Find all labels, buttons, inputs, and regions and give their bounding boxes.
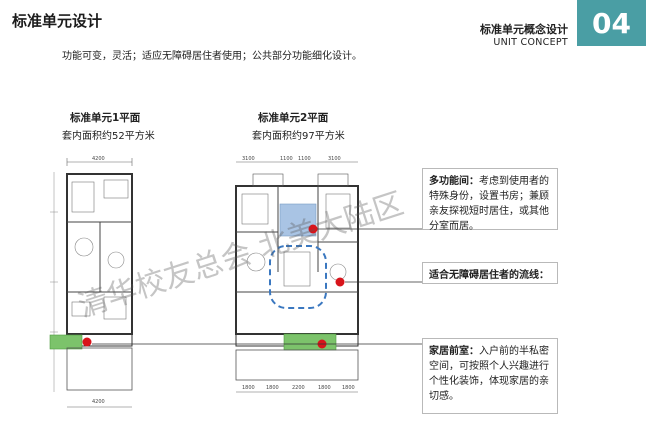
plan1-bottom-dim: 4200 <box>92 399 105 405</box>
plan1-entry-marker <box>82 337 92 347</box>
plan2-area: 套内面积约97平方米 <box>252 131 345 142</box>
note-multifunction-heading: 多功能间： <box>429 176 479 187</box>
note-entry-foyer: 家居前室：入户前的半私密空间，可按照个人兴趣进行个性化装饰，体现家居的亲切感。 <box>422 338 558 414</box>
note-multifunction-text: 考虑到使用者的特殊身份，设置书房；兼顾亲友探视短时居住，或其他分室而居。 <box>429 176 549 232</box>
floor-plan-1: 4200 4200 <box>49 156 133 408</box>
plan1-top-dim: 4200 <box>92 156 105 162</box>
section-number-badge: 04 <box>577 0 646 46</box>
note-foyer-text: 入户前的半私密空间，可按照个人兴趣进行个性化装饰，体现家居的亲切感。 <box>429 346 549 402</box>
plan2-title: 标准单元2平面 <box>258 112 329 124</box>
plan1-title: 标准单元1平面 <box>70 112 141 124</box>
page-subtitle: 功能可变，灵活；适应无障碍居住者使用；公共部分功能细化设计。 <box>62 51 362 62</box>
plan2-top-dim-4: 3100 <box>328 156 341 162</box>
note-flow-heading: 适合无障碍居住者的流线： <box>429 270 549 281</box>
plan1-area: 套内面积约52平方米 <box>62 131 155 142</box>
section-title-en: UNIT CONCEPT <box>493 37 568 48</box>
plan2-bottom-dim-2: 1800 <box>266 385 279 391</box>
plan2-bottom-dim-5: 1800 <box>342 385 355 391</box>
note-foyer-heading: 家居前室： <box>429 346 479 357</box>
plan2-top-dim-3: 1100 <box>298 156 311 162</box>
plan2-bottom-dim-4: 1800 <box>318 385 331 391</box>
note-barrier-free-flow: 适合无障碍居住者的流线： <box>422 262 558 284</box>
plan2-top-dim-2: 1100 <box>280 156 293 162</box>
plan2-top-dim-1: 3100 <box>242 156 255 162</box>
plan2-bottom-dim-1: 1800 <box>242 385 255 391</box>
plan2-bottom-dim-3: 2200 <box>292 385 305 391</box>
page-title: 标准单元设计 <box>12 12 103 30</box>
plan2-multifunction-marker <box>308 224 318 234</box>
section-title-cn: 标准单元概念设计 <box>480 23 568 36</box>
plan2-flow-marker <box>335 277 345 287</box>
floor-plan-2: 3100 1100 1100 3100 1800 1800 2200 1800 … <box>235 156 359 393</box>
note-multifunction-room: 多功能间：考虑到使用者的特殊身份，设置书房；兼顾亲友探视短时居住，或其他分室而居… <box>422 168 558 232</box>
